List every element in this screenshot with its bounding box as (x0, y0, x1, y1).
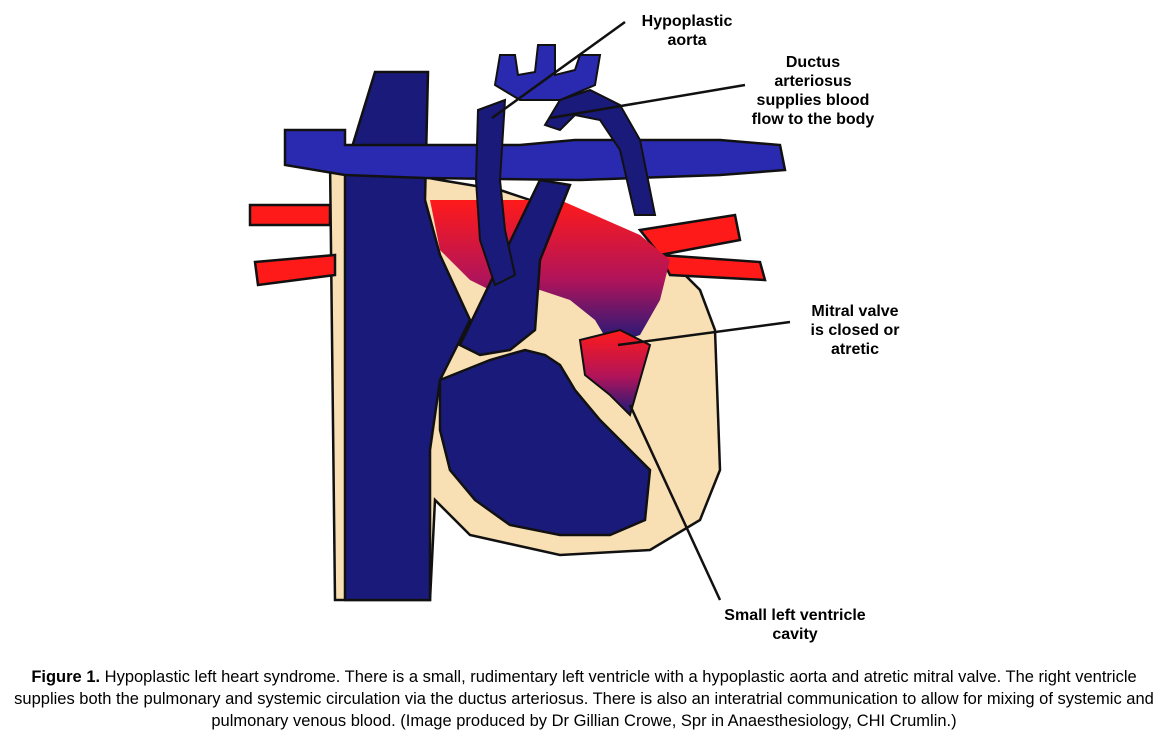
figure-caption: Figure 1. Hypoplastic left heart syndrom… (10, 666, 1158, 732)
pulmonary-artery-bar (283, 128, 787, 182)
mitral-leader-line (617, 320, 791, 347)
label-line: aorta (667, 32, 707, 49)
figure-caption-prefix: Figure 1. (31, 668, 101, 686)
small-left-ventricle-label: Small left ventricle cavity (690, 606, 900, 644)
label-line: Mitral valve (811, 303, 899, 320)
label-line: flow to the body (751, 111, 875, 128)
label-line: cavity (772, 626, 818, 643)
aortic-arch-branches (493, 44, 602, 101)
left-pulmonary-vein (253, 253, 337, 287)
ductus-leader-line (549, 83, 746, 120)
left-pulmonary-artery (248, 203, 332, 227)
ductus-arteriosus-arch (543, 88, 657, 216)
right-ventricle (438, 348, 652, 537)
mitral-valve-label: Mitral valve is closed or atretic (780, 302, 930, 359)
label-line: arteriosus (774, 73, 852, 90)
label-line: Hypoplastic (641, 13, 733, 30)
label-line: Small left ventricle (724, 607, 866, 624)
right-pulmonary-artery-lower (657, 253, 767, 282)
label-line: atretic (830, 341, 880, 358)
label-line: supplies blood (756, 92, 870, 109)
label-line: is closed or (810, 322, 900, 339)
lv-leader-line (628, 404, 722, 601)
hlhs-heart-diagram (248, 20, 791, 602)
label-line: Ductus (785, 54, 841, 71)
figure-caption-text: Hypoplastic left heart syndrome. There i… (14, 668, 1154, 730)
hypoplastic-aorta (474, 98, 517, 287)
hypoplastic-aorta-label: Hypoplastic aorta (612, 12, 762, 50)
small-left-ventricle (578, 328, 652, 417)
ductus-arteriosus-label: Ductus arteriosus supplies blood flow to… (718, 53, 908, 129)
pulmonary-trunk (458, 178, 572, 357)
aorta-leader-line (491, 20, 626, 120)
